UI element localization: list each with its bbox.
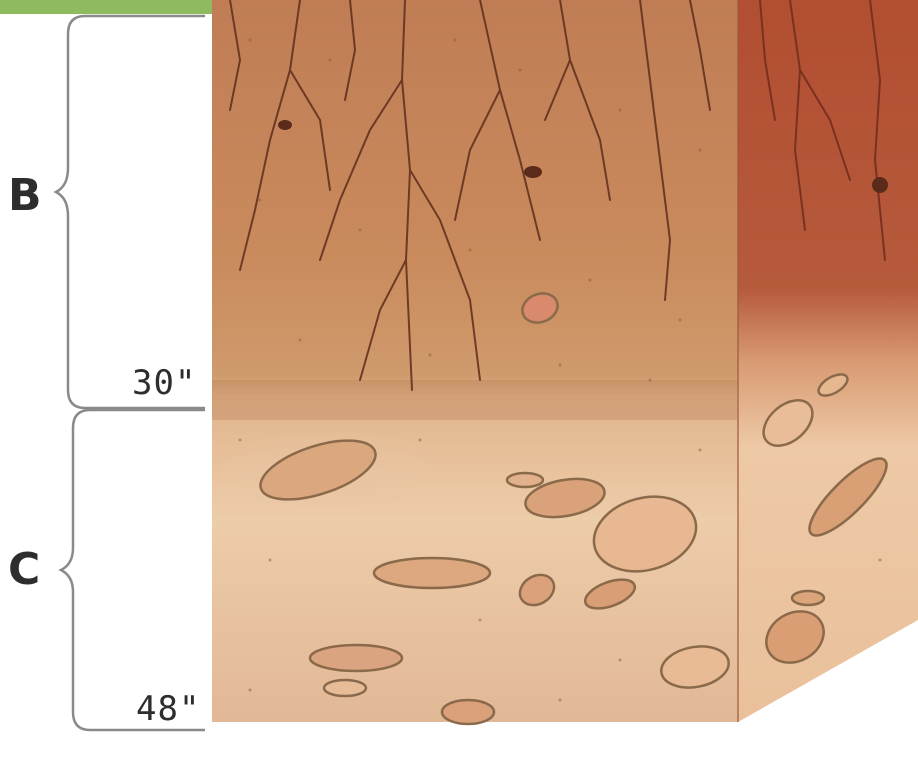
horizon-c-label: C: [8, 548, 40, 592]
bracket-b: [56, 16, 205, 408]
bracket-c: [61, 410, 205, 730]
front-face: [212, 0, 738, 722]
side-face: [738, 0, 918, 722]
horizon-b-label: B: [8, 174, 42, 218]
depth-48-label: 48": [136, 692, 200, 726]
depth-30-label: 30": [132, 366, 196, 400]
